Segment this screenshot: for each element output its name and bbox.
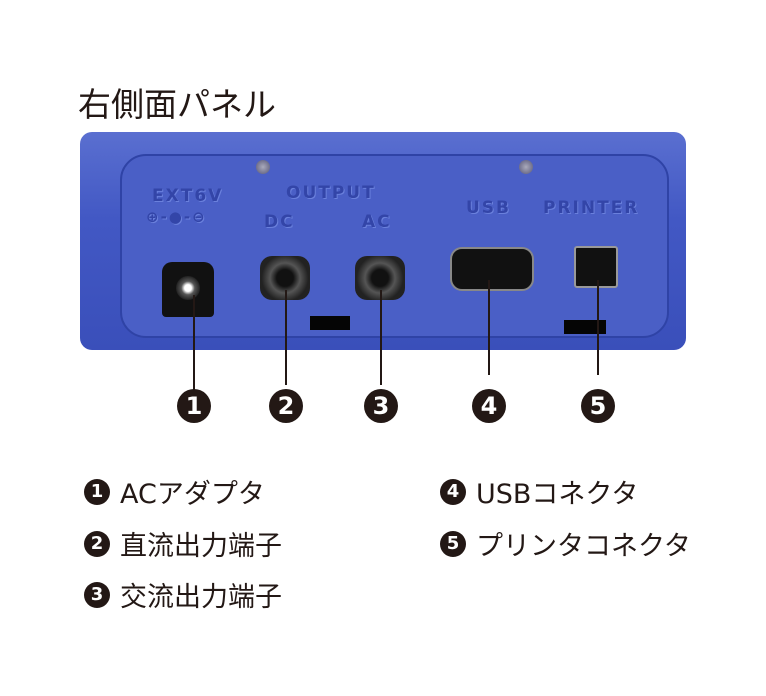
polarity-label: ⊕-●-⊖: [146, 208, 207, 226]
legend-item: 4 USBコネクタ: [440, 472, 638, 511]
usb-label: USB: [466, 198, 512, 218]
callout-4: 4: [472, 389, 506, 423]
legend-number: 3: [84, 581, 110, 608]
device-side-panel: [80, 132, 686, 350]
page-title: 右側面パネル: [78, 85, 276, 124]
callout-1: 1: [177, 389, 211, 423]
legend-label: プリンタコネクタ: [476, 531, 691, 562]
callout-5: 5: [581, 389, 615, 423]
legend-item: 5 プリンタコネクタ: [440, 524, 691, 563]
ac-adapter-jack: [162, 262, 214, 317]
legend-label: 直流出力端子: [120, 531, 282, 562]
legend-label: USBコネクタ: [476, 479, 639, 510]
printer-label: PRINTER: [543, 198, 640, 218]
legend-label: 交流出力端子: [120, 582, 282, 613]
dc-label: DC: [264, 212, 295, 232]
legend-number: 5: [440, 530, 466, 557]
callout-2: 2: [269, 389, 303, 423]
screw-hole: [256, 160, 270, 174]
callout-line: [597, 280, 599, 375]
legend-item: 3 交流出力端子: [84, 575, 282, 614]
panel-tab: [564, 320, 606, 334]
ac-label: AC: [362, 212, 392, 232]
screw-hole: [519, 160, 533, 174]
callout-3: 3: [364, 389, 398, 423]
callout-line: [285, 290, 287, 385]
legend-item: 1 ACアダプタ: [84, 472, 265, 511]
legend-number: 4: [440, 478, 466, 505]
callout-line: [193, 295, 195, 390]
ext6v-label: EXT6V: [152, 186, 224, 206]
output-label: OUTPUT: [286, 183, 376, 203]
legend-item: 2 直流出力端子: [84, 524, 282, 563]
legend-label: ACアダプタ: [120, 479, 265, 510]
printer-connector: [574, 246, 618, 288]
legend-number: 1: [84, 478, 110, 505]
legend-number: 2: [84, 530, 110, 557]
callout-line: [488, 280, 490, 375]
usb-connector: [450, 247, 534, 291]
callout-line: [380, 290, 382, 385]
panel-tab: [310, 316, 350, 330]
